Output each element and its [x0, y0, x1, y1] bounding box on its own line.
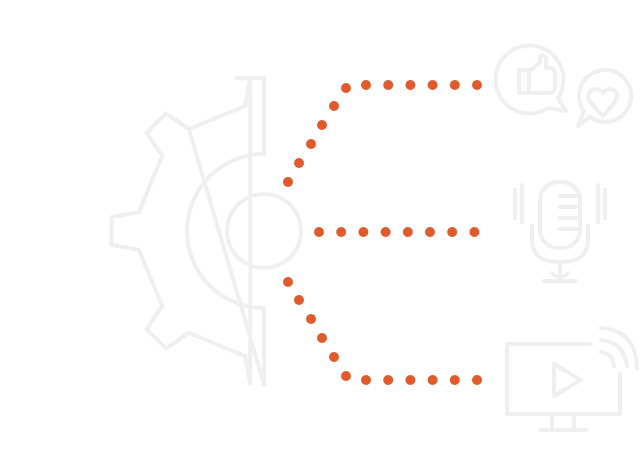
- connector-dot-middle: [402, 227, 413, 237]
- connector-dot-top: [283, 177, 293, 187]
- connector-dot-bottom: [317, 333, 327, 343]
- connector-dot-bottom: [306, 314, 316, 324]
- connector-dot-bottom: [405, 375, 416, 385]
- connector-dot-bottom: [329, 352, 339, 362]
- connector-dot-bottom: [361, 375, 371, 385]
- connector-dot-bottom: [341, 371, 351, 381]
- connector-dot-top: [306, 139, 316, 149]
- connector-dot-top: [383, 80, 394, 90]
- connector-dot-top: [341, 83, 351, 93]
- connector-dot-top: [427, 80, 438, 90]
- connector-dot-bottom: [427, 375, 438, 385]
- gear-icon: [109, 76, 303, 386]
- connector-dot-middle: [425, 227, 435, 237]
- connector-dot-top: [329, 101, 339, 111]
- podcast-microphone-icon: [513, 180, 607, 283]
- connector-dot-top: [361, 80, 371, 90]
- social-reactions-icon: [493, 43, 634, 128]
- connector-dot-top: [405, 80, 416, 90]
- connector-dot-bottom: [294, 295, 304, 305]
- connector-dot-middle: [336, 227, 347, 237]
- connector-dot-bottom: [383, 375, 394, 385]
- connector-dot-bottom: [472, 375, 482, 385]
- connector-dot-middle: [469, 227, 480, 237]
- connector-dot-middle: [380, 227, 391, 237]
- connector-dot-middle: [447, 227, 458, 237]
- connector-dot-top: [449, 80, 460, 90]
- connector-dots: [283, 80, 482, 385]
- connector-dot-top: [294, 158, 304, 168]
- connector-dot-top: [472, 80, 482, 90]
- connector-dot-middle: [314, 227, 324, 237]
- connector-dot-middle: [358, 227, 369, 237]
- connector-dot-bottom: [449, 375, 460, 385]
- connector-dot-bottom: [283, 277, 293, 287]
- connector-dot-top: [317, 120, 327, 130]
- video-streaming-icon: [505, 326, 639, 432]
